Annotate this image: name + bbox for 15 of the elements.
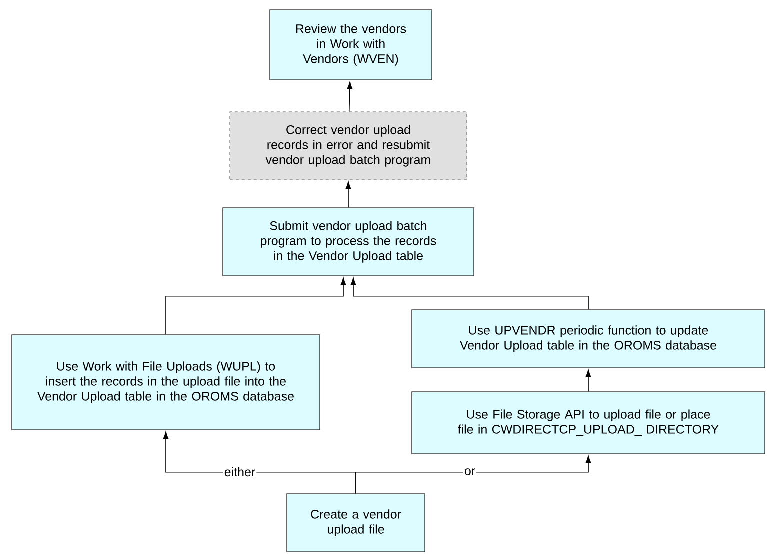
process-box: Correct vendor upload records in error and resubmit vendor upload batch program [230, 112, 468, 180]
arrow [346, 182, 352, 208]
arrow [356, 456, 592, 494]
process-box: Submit vendor upload batch program to process the records in the Vendor Upload table [222, 208, 474, 276]
arrow [586, 370, 592, 392]
process-box: Use Work with File Uploads (WUPL) to insert the records in the upload file into the Vendor Upload table in the OROMS database [12, 334, 320, 430]
process-box: Review the vendors in Work with Vendors (WVEN) [270, 10, 432, 80]
process-box: Create a vendor upload file [286, 494, 426, 552]
edge-label: or [463, 468, 477, 476]
arrow [350, 278, 589, 310]
arrow [347, 82, 353, 112]
edge-label: either [223, 466, 257, 478]
process-box: Use File Storage API to upload file or place file in CWDIRECTCP_UPLOAD_ DIRECTORY [412, 392, 766, 454]
arrow [166, 278, 346, 335]
process-box: Use UPVENDR periodic function to update Vendor Upload table in the OROMS database [412, 310, 766, 368]
